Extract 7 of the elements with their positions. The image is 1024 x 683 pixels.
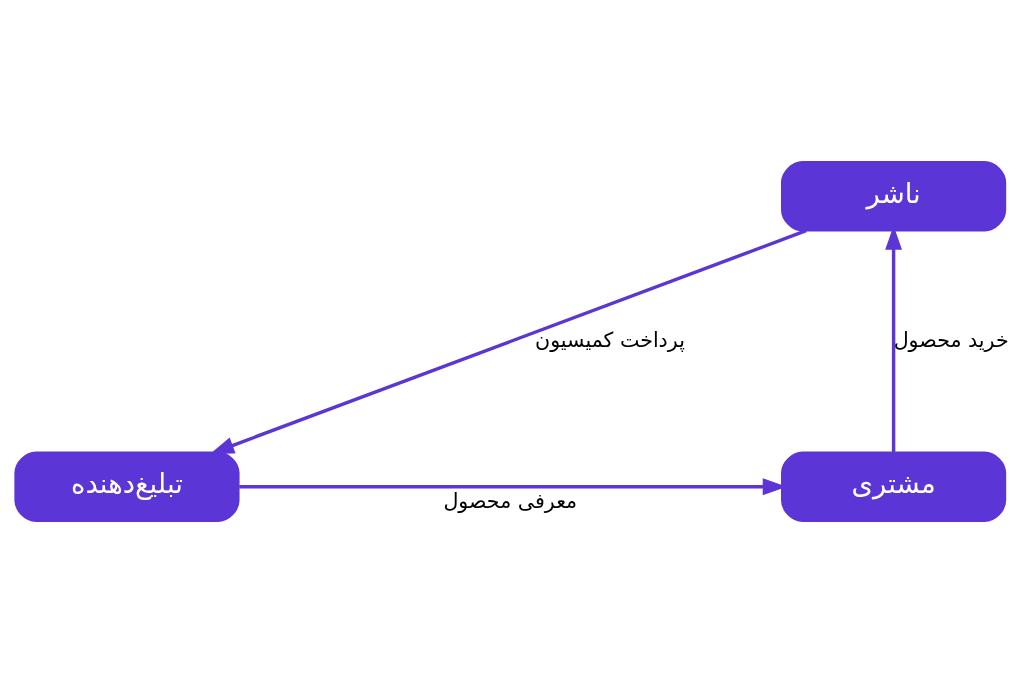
node-box: ناشر	[781, 161, 1007, 232]
edge-label: معرفی محصول	[443, 489, 578, 514]
edge-label: پرداخت کمیسیون	[535, 327, 685, 352]
arrow	[210, 229, 807, 454]
node-box: تبلیغ‌دهنده	[14, 451, 240, 522]
node-box: مشتری	[781, 451, 1007, 522]
edge-label: خرید محصول	[893, 327, 1009, 352]
